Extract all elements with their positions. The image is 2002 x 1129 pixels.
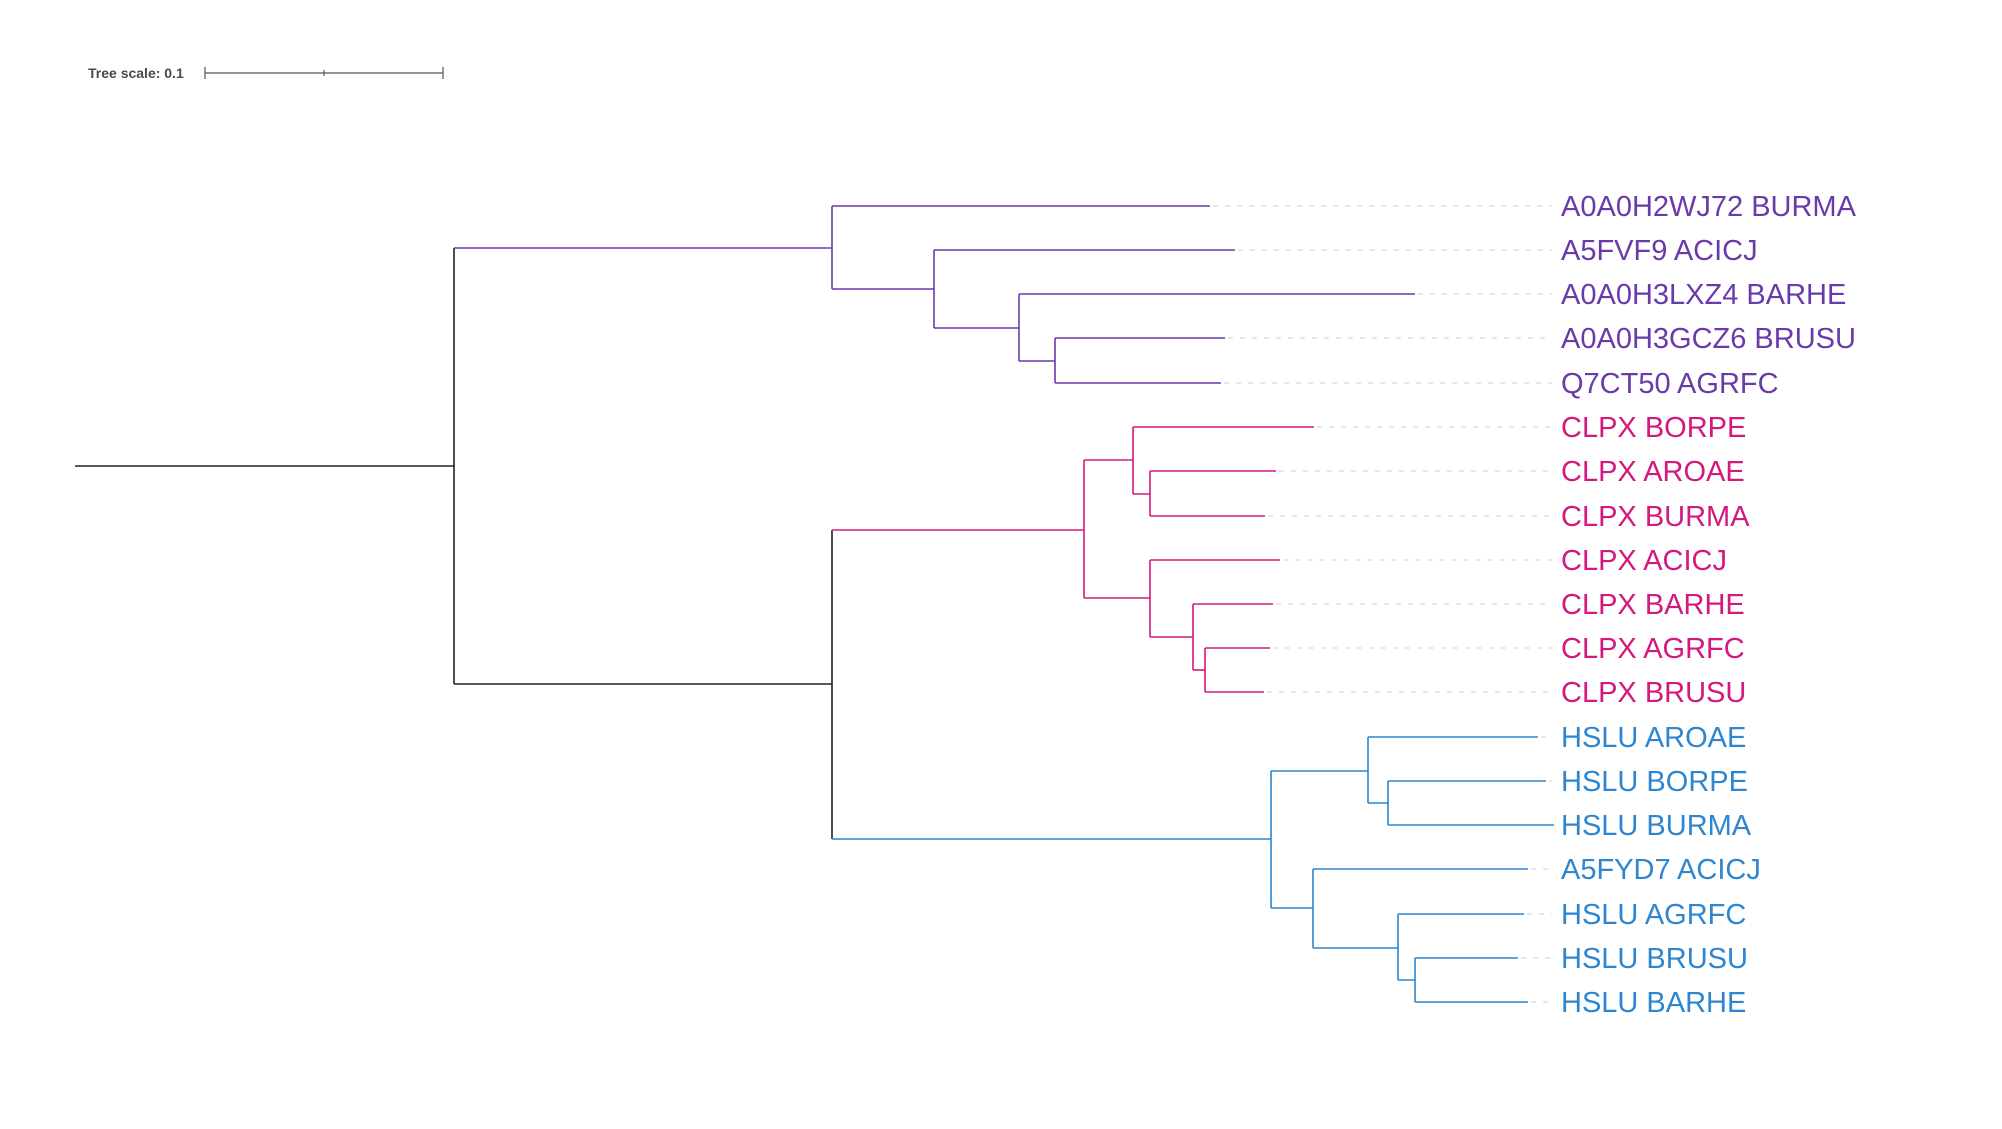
leaf-label: CLPX AGRFC (1561, 633, 1745, 665)
leaf-label: A0A0H2WJ72 BURMA (1561, 191, 1857, 223)
leaf-label: CLPX ACICJ (1561, 545, 1727, 577)
tree-branches (75, 205, 1554, 1003)
tree-scale-label: Tree scale: 0.1 (88, 65, 184, 81)
leaf-label: A5FYD7 ACICJ (1561, 854, 1761, 886)
leaf-label: HSLU BARHE (1561, 987, 1746, 1019)
leaf-label: CLPX BARHE (1561, 589, 1745, 621)
leaf-label: HSLU AGRFC (1561, 899, 1746, 931)
leaf-label: CLPX BRUSU (1561, 677, 1746, 709)
leaf-label: Q7CT50 AGRFC (1561, 368, 1779, 400)
leaf-label: CLPX AROAE (1561, 456, 1745, 488)
leaf-label: HSLU BURMA (1561, 810, 1752, 842)
leaf-label: CLPX BURMA (1561, 501, 1750, 533)
leaf-label: CLPX BORPE (1561, 412, 1746, 444)
leaf-labels: A0A0H2WJ72 BURMA A5FVF9 ACICJ A0A0H3LXZ4 B… (1561, 191, 1857, 1019)
leaf-guide-lines (1213, 205, 1552, 1003)
leaf-label: A0A0H3LXZ4 BARHE (1561, 279, 1846, 311)
leaf-label: A0A0H3GCZ6 BRUSU (1561, 323, 1856, 355)
leaf-label: HSLU BORPE (1561, 766, 1748, 798)
leaf-label: A5FVF9 ACICJ (1561, 235, 1758, 267)
leaf-label: HSLU BRUSU (1561, 943, 1748, 975)
leaf-label: HSLU AROAE (1561, 722, 1746, 754)
tree-scale: Tree scale: 0.1 (88, 65, 444, 81)
